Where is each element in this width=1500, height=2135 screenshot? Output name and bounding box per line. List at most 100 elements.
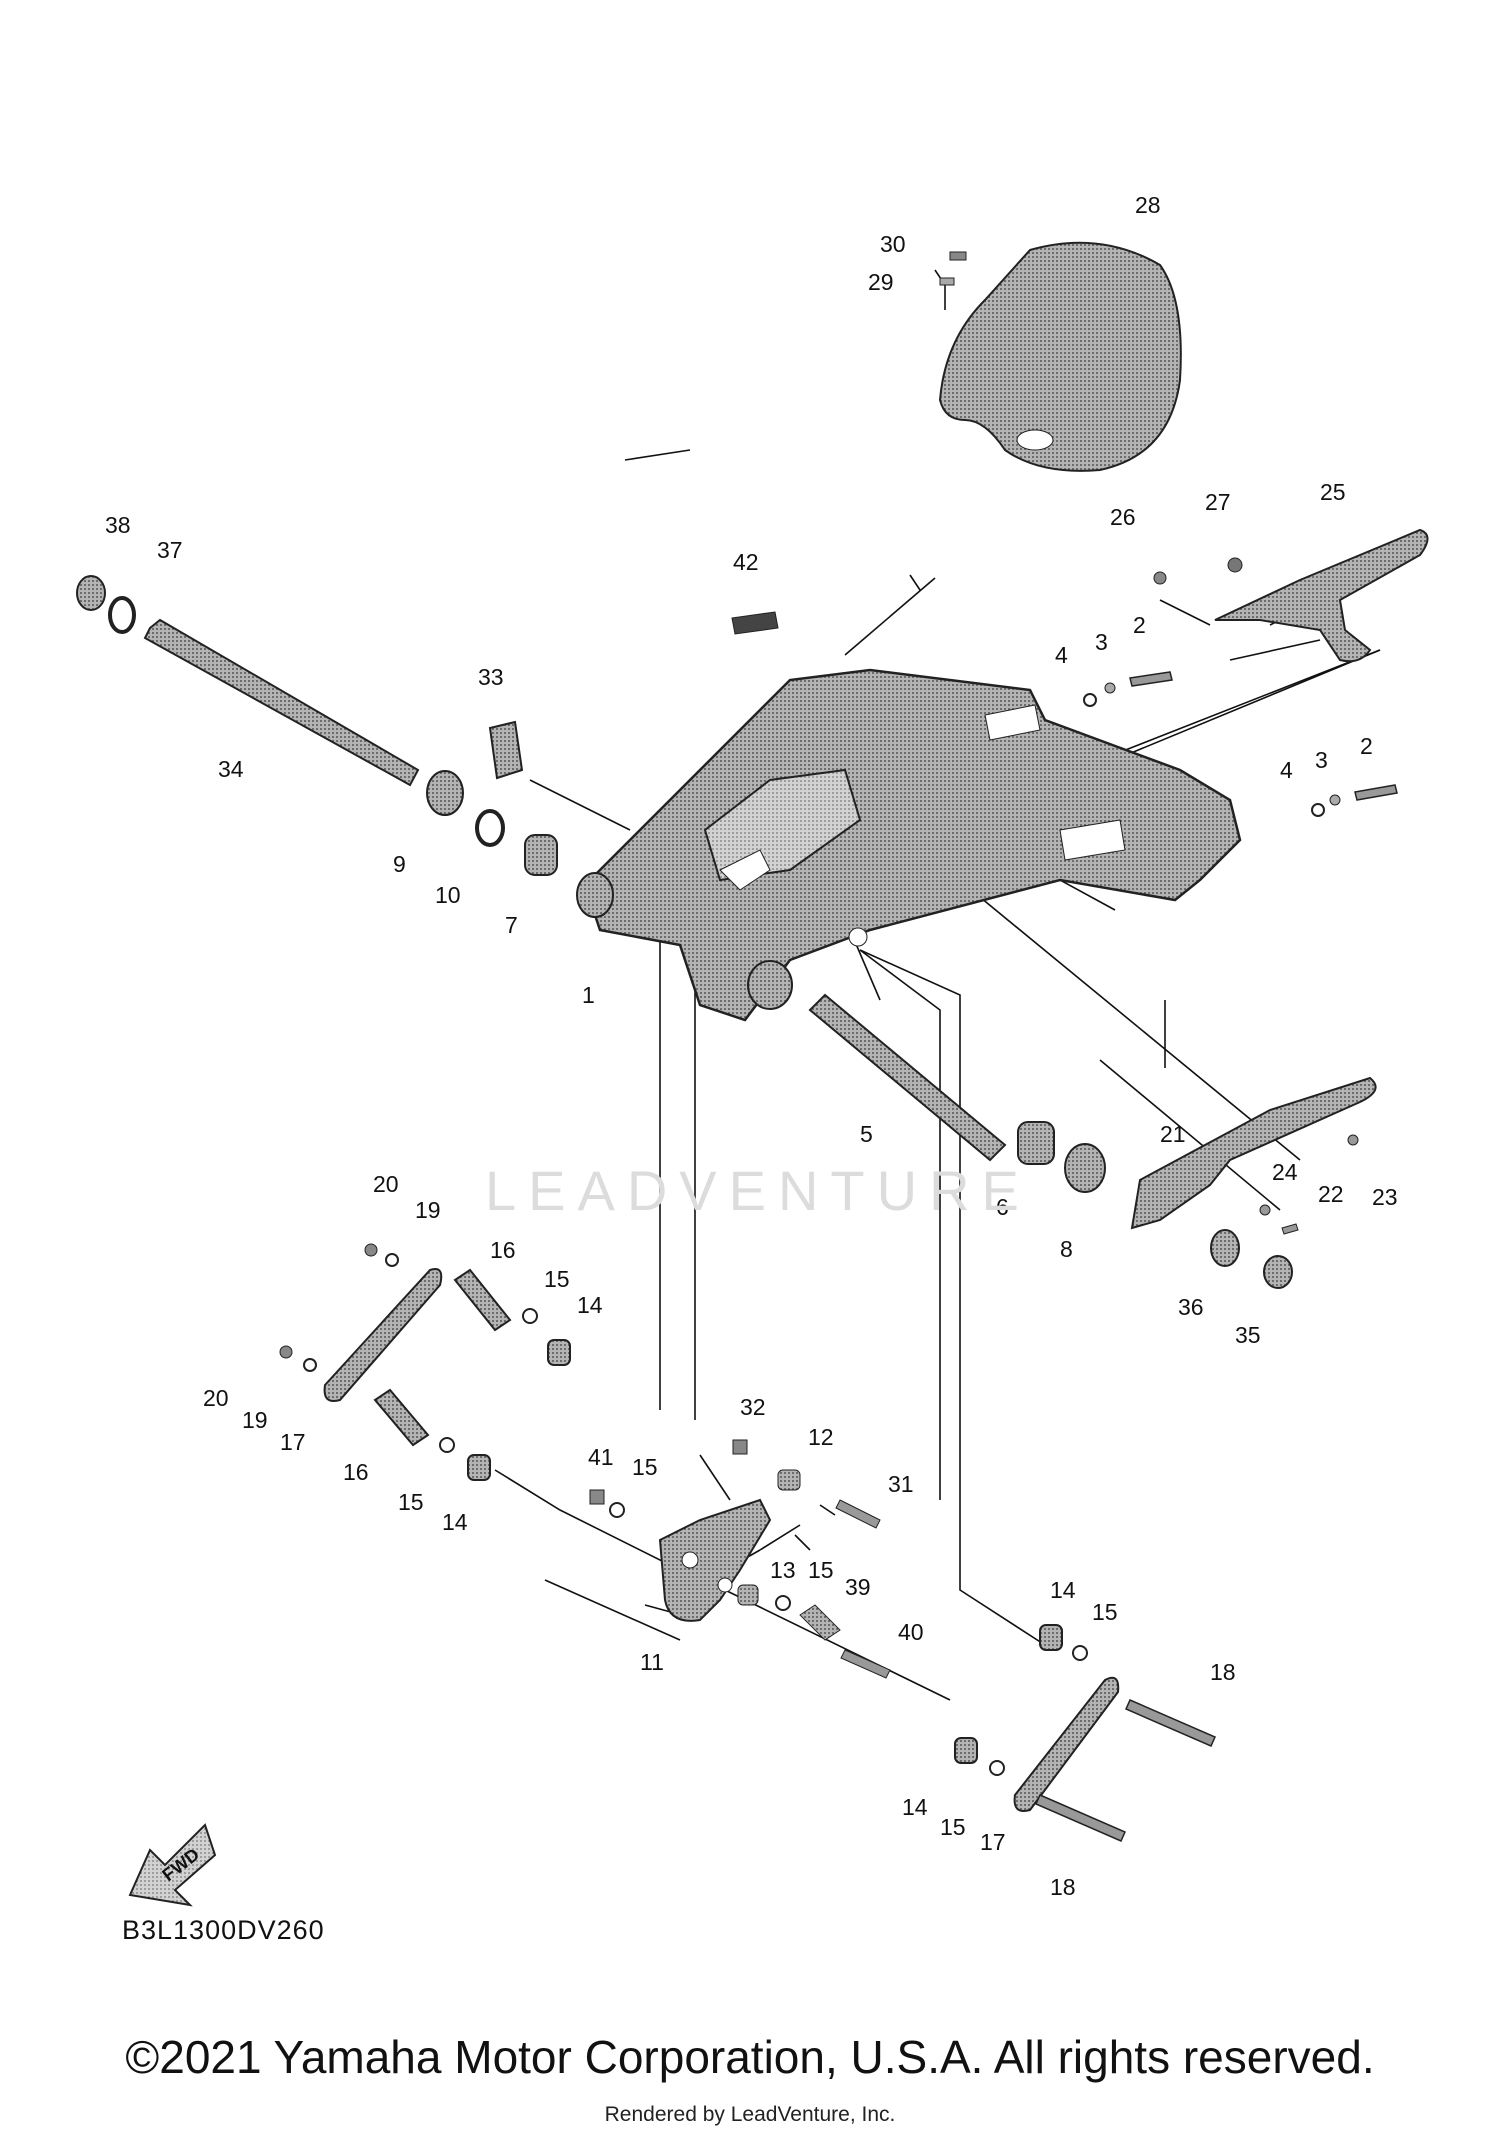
callout-29: 29: [868, 269, 894, 295]
part-26-bolt: [1153, 571, 1167, 585]
part-31-bolt: [835, 1499, 881, 1529]
callout-18-a: 18: [1210, 1659, 1236, 1685]
leader-lines: [494, 269, 1381, 1701]
part-10-seal: [475, 809, 505, 847]
fwd-label-svg: FWD: [158, 1844, 203, 1885]
copyright-text: ©2021 Yamaha Motor Corporation, U.S.A. A…: [125, 2031, 1375, 2083]
callout-4-lower: 4: [1280, 757, 1293, 783]
callout-22: 22: [1318, 1181, 1344, 1207]
callout-41: 41: [588, 1444, 614, 1470]
callout-2-upper: 2: [1133, 612, 1146, 638]
callout-16-b: 16: [343, 1459, 369, 1485]
part-8-collar: [1064, 1143, 1106, 1193]
callout-20-b: 20: [203, 1385, 229, 1411]
callout-42: 42: [733, 549, 759, 575]
callout-14-b: 14: [442, 1509, 468, 1535]
part-20-nut-lower: [279, 1345, 293, 1359]
part-7-bearing: [524, 834, 558, 876]
callout-13: 13: [770, 1557, 796, 1583]
callout-6: 6: [996, 1194, 1009, 1220]
part-13-bearing: [737, 1584, 759, 1606]
callout-20-a: 20: [373, 1171, 399, 1197]
part-25-chain-protector: [1214, 528, 1429, 663]
part-1-swingarm: [576, 668, 1242, 1022]
callout-11: 11: [640, 1649, 664, 1675]
part-18-bolt-upper: [1125, 1699, 1216, 1747]
part-2-bolt-upper: [1129, 671, 1173, 687]
callout-15-d: 15: [808, 1557, 834, 1583]
part-33-plate: [488, 720, 524, 780]
callout-32: 32: [740, 1394, 766, 1420]
part-37-washer: [108, 596, 136, 634]
part-4-washer-lower: [1311, 803, 1325, 817]
callout-30: 30: [880, 231, 906, 257]
callout-25: 25: [1320, 479, 1346, 505]
fwd-label: FWD: [158, 1844, 203, 1885]
callout-17-b: 17: [980, 1829, 1006, 1855]
callout-16-a: 16: [490, 1237, 516, 1263]
part-40-bolt: [840, 1649, 891, 1679]
part-15-washer-a: [522, 1308, 538, 1324]
part-3-washer-lower: [1329, 794, 1341, 806]
part-15-washer-c: [609, 1502, 625, 1518]
part-36-washer: [1210, 1229, 1240, 1267]
part-9-collar: [426, 770, 464, 816]
callout-14-a: 14: [577, 1292, 603, 1318]
part-16-collar-lower: [373, 1388, 430, 1447]
callout-19-a: 19: [415, 1197, 441, 1223]
callout-26: 26: [1110, 504, 1136, 530]
callout-8: 8: [1060, 1236, 1073, 1262]
part-4-washer-upper: [1083, 693, 1097, 707]
part-35-nut: [1263, 1255, 1293, 1289]
part-14-bearing-c: [1039, 1624, 1063, 1651]
part-28-hole: [1016, 429, 1054, 451]
part-23-screw: [1347, 1134, 1359, 1146]
callout-15-e: 15: [1092, 1599, 1118, 1625]
callout-10: 10: [435, 882, 461, 908]
callout-39: 39: [845, 1574, 871, 1600]
part-24-collar: [1259, 1204, 1271, 1216]
callout-12: 12: [808, 1424, 834, 1450]
part-20-nut-upper: [364, 1243, 378, 1257]
part-15-washer-f: [989, 1760, 1005, 1776]
callout-34: 34: [218, 756, 244, 782]
part-27-bolt: [1227, 557, 1243, 573]
callout-7: 7: [505, 912, 518, 938]
rendered-by-text: Rendered by LeadVenture, Inc.: [604, 2103, 896, 2126]
part-30-screw: [949, 251, 967, 261]
part-6-bearing: [1017, 1121, 1055, 1165]
callout-2-lower: 2: [1360, 733, 1373, 759]
callout-28: 28: [1135, 192, 1161, 218]
part-2-bolt-lower: [1354, 784, 1398, 801]
callout-37: 37: [157, 537, 183, 563]
callout-15-f: 15: [940, 1814, 966, 1840]
callout-9: 9: [393, 851, 406, 877]
callout-1: 1: [582, 982, 595, 1008]
part-38-nut: [76, 575, 106, 611]
fwd-arrow-icon: [128, 1823, 217, 1907]
part-22-screw: [1281, 1223, 1299, 1235]
part-11-relay-arm: [658, 1498, 772, 1622]
part-12-collar: [777, 1469, 801, 1491]
diagram-code: B3L1300DV260: [122, 1915, 325, 1945]
part-41-nut: [589, 1489, 605, 1505]
part-32-nut: [732, 1439, 748, 1455]
part-19-washer-upper: [385, 1253, 399, 1267]
part-28-chain-guard: [938, 241, 1182, 472]
callout-24: 24: [1272, 1159, 1298, 1185]
callout-15-b: 15: [398, 1489, 424, 1515]
callout-36: 36: [1178, 1294, 1204, 1320]
part-19-washer-lower: [303, 1358, 317, 1372]
part-15-washer-d: [775, 1595, 791, 1611]
callout-21: 21: [1160, 1121, 1186, 1147]
part-16-collar-upper: [453, 1268, 512, 1332]
part-17-link-right: [1013, 1676, 1120, 1812]
part-39-collar: [799, 1604, 841, 1641]
callout-14-c: 14: [1050, 1577, 1076, 1603]
part-29-washer: [939, 277, 955, 286]
callout-15-a: 15: [544, 1266, 570, 1292]
part-21-chain-slider: [1130, 1076, 1377, 1230]
part-14-bearing-d: [954, 1737, 978, 1764]
part-14-bearing-a: [547, 1339, 571, 1366]
callout-4-upper: 4: [1055, 642, 1068, 668]
